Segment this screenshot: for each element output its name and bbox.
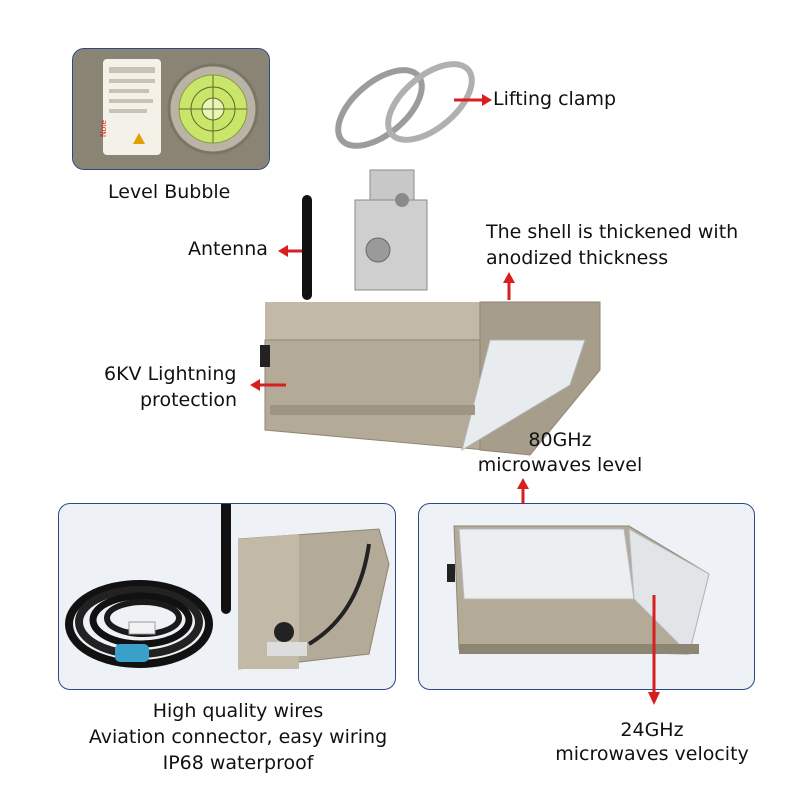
- wires-label-line3: IP68 waterproof: [162, 752, 314, 774]
- velocity-label-line1: 24GHz: [620, 719, 684, 741]
- shell-label-line2: anodized thickness: [486, 247, 669, 269]
- lifting-clamp-arrow: [454, 94, 492, 106]
- wires-image: [65, 504, 390, 670]
- shell-arrow: [503, 272, 515, 300]
- velocity-arrow: [648, 595, 660, 705]
- shell-label-line1: The shell is thickened with: [486, 221, 739, 243]
- wires-label-line2: Aviation connector, easy wiring: [88, 726, 388, 748]
- level-bubble-label: Level Bubble: [108, 181, 231, 203]
- wires-label-line1: High quality wires: [152, 700, 324, 722]
- lightning-arrow: [250, 379, 286, 391]
- note-label: Note: [99, 120, 108, 137]
- lightning-label-line1: 6KV Lightning: [104, 363, 237, 385]
- level-label-line1: 80GHz: [528, 429, 592, 451]
- velocity-panel: [418, 503, 755, 690]
- velocity-label-line2: microwaves velocity: [555, 743, 749, 765]
- velocity-sensor-image: [447, 525, 710, 655]
- main-sensor-image: [260, 61, 601, 456]
- wires-panel: [58, 503, 396, 690]
- level-bubble-image: [73, 49, 269, 169]
- lifting-clamp-label: Lifting clamp: [493, 88, 617, 110]
- lightning-label-line2: protection: [140, 389, 238, 411]
- level-label-line2: microwaves level: [477, 454, 643, 476]
- level-bubble-inset: Note: [72, 48, 270, 170]
- antenna-arrow: [278, 245, 302, 257]
- antenna-label: Antenna: [188, 238, 268, 260]
